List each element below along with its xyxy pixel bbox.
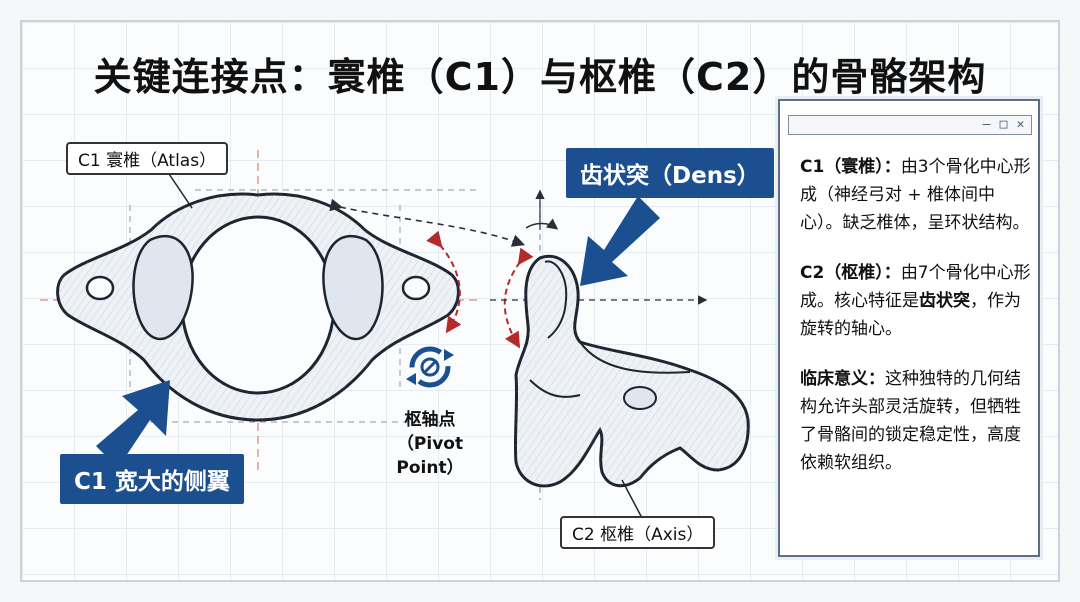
- c1-description: C1（寰椎）：由3个骨化中心形成（神经弓对 + 椎体间中心）。缺乏椎体，呈环状结…: [800, 157, 1031, 233]
- minimize-icon[interactable]: —: [982, 117, 991, 132]
- page-title: 关键连接点：寰椎（C1）与枢椎（C2）的骨骼架构: [93, 55, 987, 99]
- dens-pointer-arrow: [580, 196, 660, 286]
- c1-atlas-label: C1 寰椎（Atlas）: [66, 142, 229, 175]
- close-icon[interactable]: ✕: [1016, 117, 1025, 132]
- maximize-icon[interactable]: □: [999, 117, 1008, 132]
- info-panel-window: — □ ✕ C1（寰椎）：由3个骨化中心形成（神经弓对 + 椎体间中心）。缺乏椎…: [778, 99, 1040, 557]
- c2-axis-label: C2 枢椎（Axis）: [560, 516, 716, 549]
- wing-pointer-arrow: [96, 380, 170, 468]
- clinical-description: 临床意义：这种独特的几何结构允许头部灵活旋转，但牺牲了骨骼间的锁定稳定性，高度依…: [800, 369, 1021, 473]
- info-panel-titlebar: — □ ✕: [788, 115, 1032, 135]
- pivot-point-label: 枢轴点 （Pivot Point）: [396, 410, 464, 478]
- info-panel-body: C1（寰椎）：由3个骨化中心形成（神经弓对 + 椎体间中心）。缺乏椎体，呈环状结…: [800, 153, 1032, 499]
- c1-wing-label: C1 宽大的侧翼: [60, 454, 244, 504]
- dens-label: 齿状突（Dens）: [566, 148, 774, 198]
- rotate-arrows-icon: [406, 346, 454, 388]
- c1-atlas-bone: [56, 192, 460, 422]
- c2-description: C2（枢椎）：由7个骨化中心形成。核心特征是齿状突，作为旋转的轴心。: [800, 263, 1031, 339]
- c2-axis-bone: [513, 254, 750, 488]
